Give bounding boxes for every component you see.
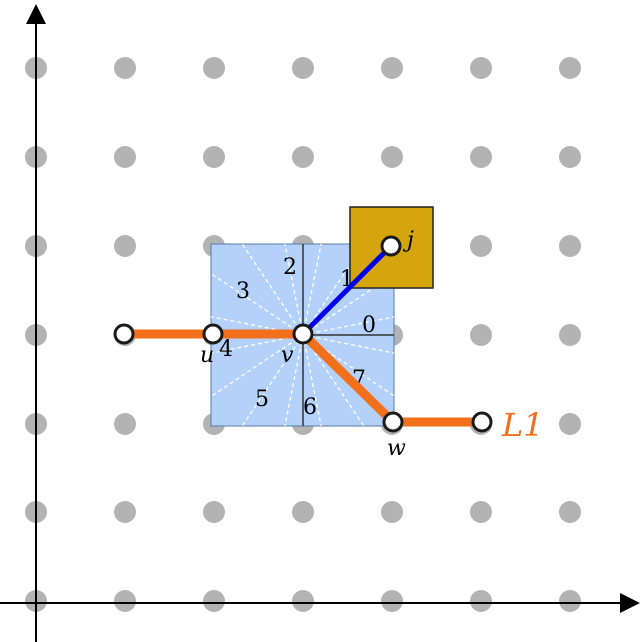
- node-w: [382, 411, 404, 433]
- grid-dot: [381, 590, 403, 612]
- grid-dot: [203, 590, 225, 612]
- sector-divider: [302, 334, 365, 427]
- grid-dot: [559, 501, 581, 523]
- sector-label-5: 5: [255, 387, 269, 412]
- grid-dot: [470, 235, 492, 257]
- node-label-u: u: [200, 343, 214, 368]
- sector-divider: [302, 243, 322, 336]
- segment-v-j: [301, 244, 393, 336]
- sector-divider: [210, 272, 304, 336]
- grid-dot: [114, 590, 136, 612]
- path-label-l1: L1: [501, 406, 544, 444]
- node-label-v: v: [281, 343, 294, 368]
- sector-label-2: 2: [283, 255, 297, 280]
- grid-dot: [381, 501, 403, 523]
- sector-label-0: 0: [362, 313, 376, 338]
- grid-dot: [292, 501, 314, 523]
- sector-divider: [241, 334, 304, 427]
- grid-dot: [470, 146, 492, 168]
- grid-dot: [470, 57, 492, 79]
- node-path-start: [113, 323, 135, 345]
- grid-dot: [559, 324, 581, 346]
- grid-dot: [559, 235, 581, 257]
- grid-dot: [114, 501, 136, 523]
- grid-dot: [292, 57, 314, 79]
- sector-divider: [302, 316, 395, 336]
- grid-dot: [114, 235, 136, 257]
- sector-divider: [302, 334, 322, 427]
- sector-label-6: 6: [303, 395, 317, 420]
- grid-dot: [292, 590, 314, 612]
- sector-divider: [210, 334, 304, 398]
- grid-dot: [470, 324, 492, 346]
- sector-label-4: 4: [219, 337, 233, 362]
- nodes: [113, 235, 493, 433]
- grid-dot: [114, 57, 136, 79]
- grid-dot: [114, 413, 136, 435]
- grid-dot: [203, 501, 225, 523]
- grid-dot: [559, 413, 581, 435]
- sector-divider: [284, 334, 304, 427]
- node-u: [202, 323, 224, 345]
- node-labels: u v w j L1: [200, 228, 544, 461]
- node-v: [292, 323, 314, 345]
- grid-dot: [470, 501, 492, 523]
- node-path-end: [471, 411, 493, 433]
- grid-dot: [114, 146, 136, 168]
- grid-dot: [292, 146, 314, 168]
- grid-dot: [470, 590, 492, 612]
- node-j: [380, 235, 402, 257]
- grid-dot: [381, 146, 403, 168]
- sector-divider: [241, 243, 304, 336]
- sector-label-3: 3: [236, 279, 250, 304]
- sector-divider: [284, 243, 304, 336]
- axes: [0, 4, 640, 642]
- grid-dot: [559, 57, 581, 79]
- sector-divider: [302, 334, 395, 354]
- grid-dot: [203, 146, 225, 168]
- sector-labels: 0 1 2 3 4 5 6 7: [219, 255, 376, 420]
- sector-divider: [302, 334, 395, 397]
- grid-dot: [559, 590, 581, 612]
- node-label-w: w: [387, 436, 406, 461]
- grid-dot: [559, 146, 581, 168]
- grid-dot: [203, 57, 225, 79]
- grid-dot: [381, 57, 403, 79]
